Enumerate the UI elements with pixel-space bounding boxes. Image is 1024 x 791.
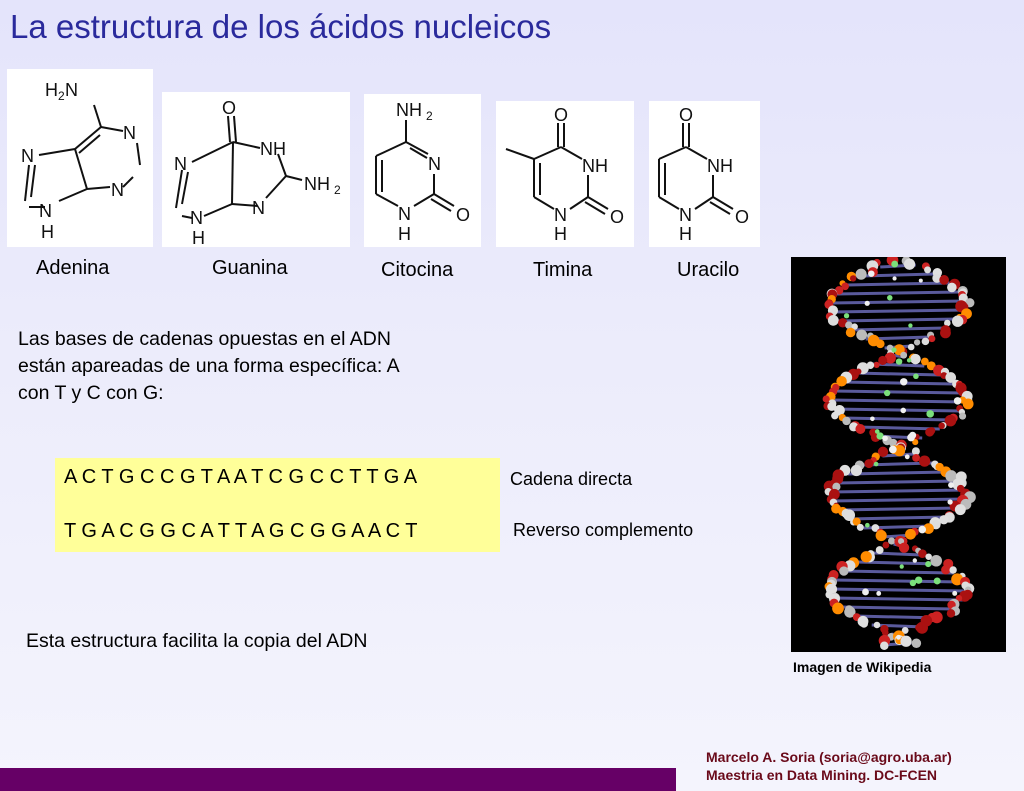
pairing-text: Las bases de cadenas opuestas en el ADN … bbox=[18, 326, 400, 407]
uracil-n1: N bbox=[679, 205, 692, 225]
guanine-h9: H bbox=[192, 228, 205, 247]
adenine-n1: N bbox=[123, 123, 136, 143]
uracil-structure: O NH O N H bbox=[649, 101, 760, 247]
adenine-amino-n: N bbox=[65, 80, 78, 100]
footer-bar bbox=[0, 768, 676, 791]
thymine-n3h: NH bbox=[582, 156, 608, 176]
cytosine-n3: N bbox=[428, 154, 441, 174]
slide-title: La estructura de los ácidos nucleicos bbox=[10, 8, 551, 46]
thymine-n1: N bbox=[554, 205, 567, 225]
guanine-n1h: NH bbox=[260, 139, 286, 159]
base-label-uracilo: Uracilo bbox=[677, 259, 739, 282]
pairing-line-3: con T y C con G: bbox=[18, 380, 400, 407]
dna-helix-graphic bbox=[791, 257, 1006, 652]
base-label-timina: Timina bbox=[533, 259, 592, 282]
guanine-structure: O NH NH 2 N N N H bbox=[162, 92, 350, 247]
image-caption: Imagen de Wikipedia bbox=[793, 659, 931, 675]
cytosine-o2: O bbox=[456, 205, 470, 225]
guanine-n3: N bbox=[252, 198, 265, 218]
copy-note: Esta estructura facilita la copia del AD… bbox=[26, 628, 367, 655]
author-line-1: Marcelo A. Soria (soria@agro.uba.ar) bbox=[706, 748, 952, 766]
reverse-complement-sequence: T G A C G G C A T T A G C G G A A C T bbox=[64, 520, 418, 543]
adenine-h9: H bbox=[41, 222, 54, 242]
base-label-adenina: Adenina bbox=[36, 257, 109, 280]
thymine-h1: H bbox=[554, 224, 567, 244]
cytosine-structure: NH 2 N O N H bbox=[364, 94, 481, 247]
uracil-n3h: NH bbox=[707, 156, 733, 176]
reverse-complement-label: Reverso complemento bbox=[513, 520, 693, 541]
guanine-n9: N bbox=[190, 208, 203, 228]
uracil-h1: H bbox=[679, 224, 692, 244]
base-label-guanina: Guanina bbox=[212, 257, 288, 280]
author-credit: Marcelo A. Soria (soria@agro.uba.ar) Mae… bbox=[706, 748, 952, 784]
pairing-line-1: Las bases de cadenas opuestas en el ADN bbox=[18, 326, 400, 353]
adenine-n9: N bbox=[39, 201, 52, 221]
dna-double-helix-image bbox=[791, 257, 1006, 652]
adenine-n7: N bbox=[21, 146, 34, 166]
uracil-o2: O bbox=[735, 207, 749, 227]
adenine-amino-sub: 2 bbox=[58, 89, 65, 103]
thymine-o4: O bbox=[554, 105, 568, 125]
cytosine-amino-sub: 2 bbox=[426, 109, 433, 123]
thymine-o2: O bbox=[610, 207, 624, 227]
guanine-amino-sub: 2 bbox=[334, 183, 341, 197]
author-line-2: Maestria en Data Mining. DC-FCEN bbox=[706, 766, 952, 784]
guanine-o6: O bbox=[222, 98, 236, 118]
adenine-amino-h: H bbox=[45, 80, 58, 100]
sequence-highlight-box: A C T G C C G T A A T C G C C T T G A T … bbox=[55, 458, 500, 552]
pairing-line-2: están apareadas de una forma específica:… bbox=[18, 353, 400, 380]
adenine-n3: N bbox=[111, 180, 124, 200]
cytosine-amino-nh: NH bbox=[396, 100, 422, 120]
direct-strand-sequence: A C T G C C G T A A T C G C C T T G A bbox=[64, 466, 417, 489]
thymine-structure: O NH O N H bbox=[496, 101, 634, 247]
guanine-n7: N bbox=[174, 154, 187, 174]
adenine-structure: H 2 N N N N N H bbox=[7, 69, 153, 247]
guanine-amino-nh: NH bbox=[304, 174, 330, 194]
cytosine-h1: H bbox=[398, 224, 411, 244]
base-label-citocina: Citocina bbox=[381, 259, 453, 282]
cytosine-n1: N bbox=[398, 204, 411, 224]
uracil-o4: O bbox=[679, 105, 693, 125]
direct-strand-label: Cadena directa bbox=[510, 469, 632, 490]
